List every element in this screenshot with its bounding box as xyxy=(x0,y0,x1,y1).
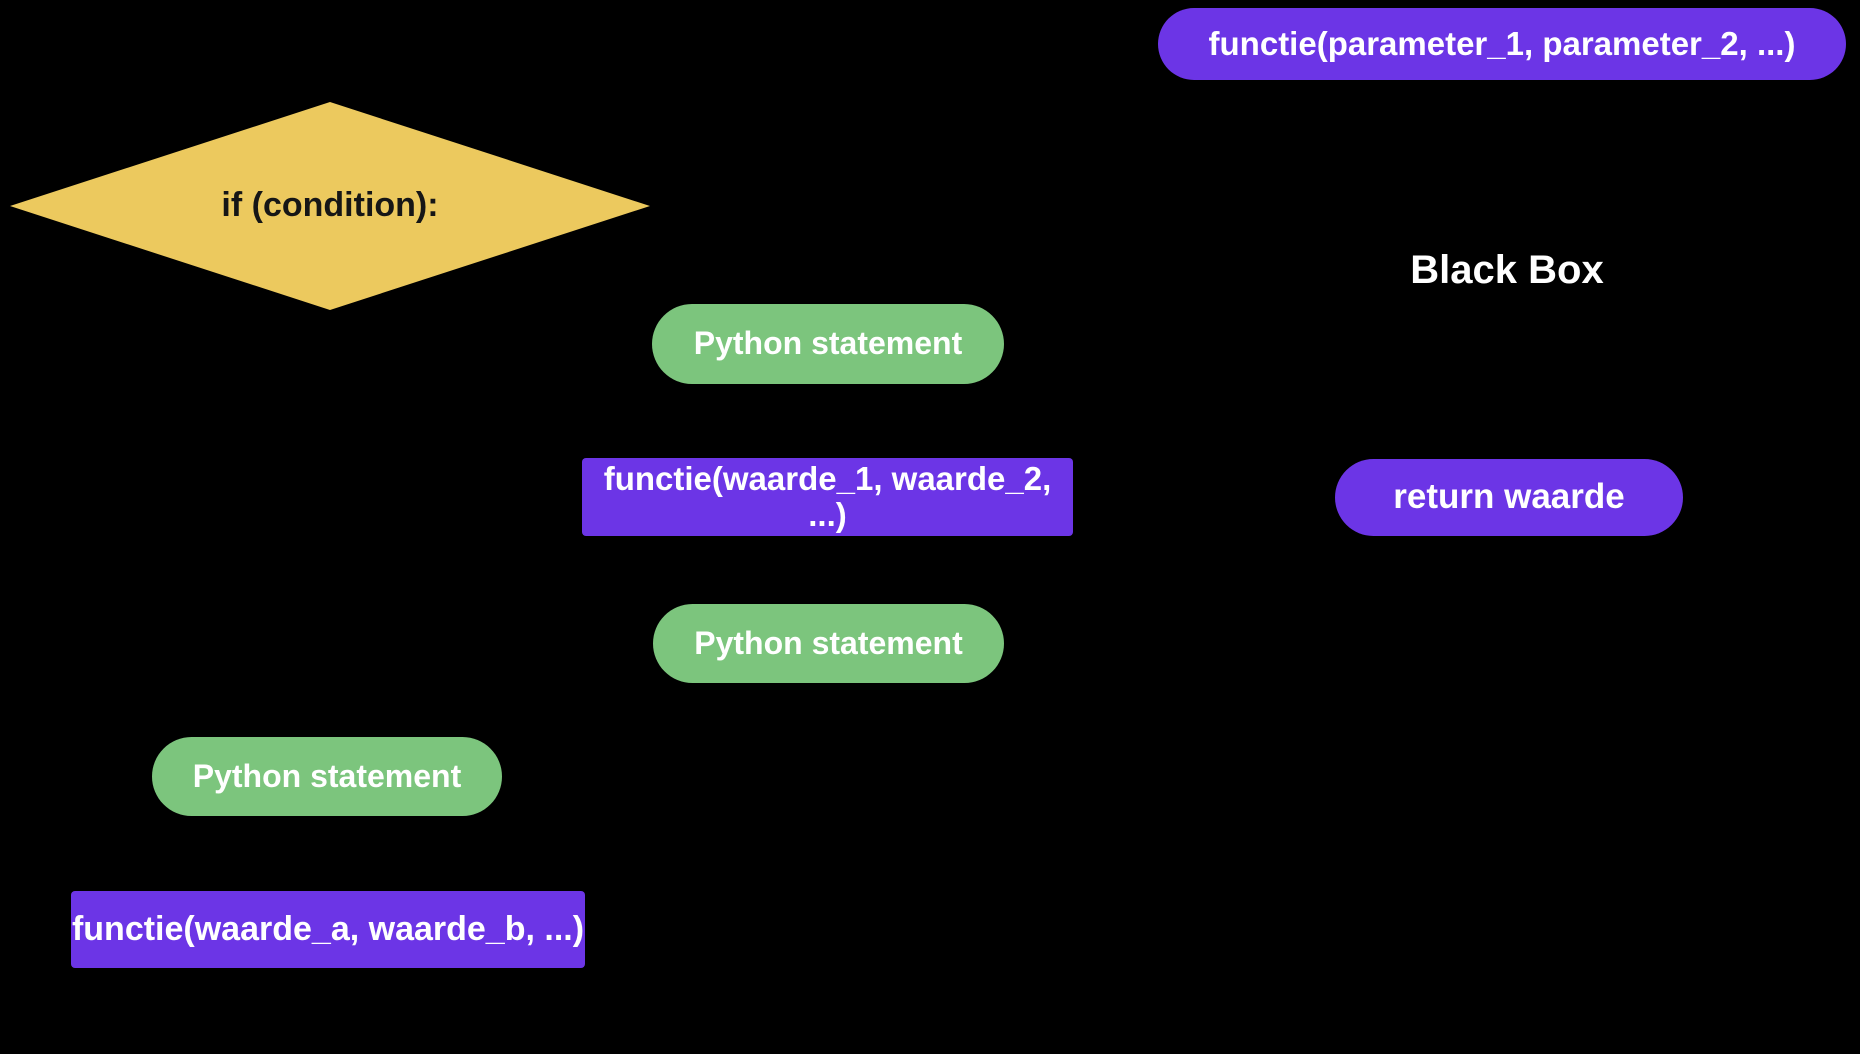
if-condition-label: if (condition): xyxy=(221,186,439,225)
python-statement-pill-1: Python statement xyxy=(652,304,1004,384)
if-condition-diamond: if (condition): xyxy=(10,102,650,310)
python-statement-label-2: Python statement xyxy=(694,624,963,661)
black-box-label: Black Box xyxy=(1347,242,1667,298)
python-statement-pill-3: Python statement xyxy=(152,737,502,816)
function-call-label-1: functie(waarde_1, waarde_2, ...) xyxy=(603,459,1052,533)
function-signature-pill: functie(parameter_1, parameter_2, ...) xyxy=(1158,8,1846,80)
function-call-box-2: functie(waarde_a, waarde_b, ...) xyxy=(71,891,585,968)
return-waarde-label: return waarde xyxy=(1393,477,1625,517)
black-box-text: Black Box xyxy=(1410,248,1604,292)
python-statement-label-3: Python statement xyxy=(192,757,462,794)
function-signature-label: functie(parameter_1, parameter_2, ...) xyxy=(1208,24,1796,62)
python-statement-pill-2: Python statement xyxy=(653,604,1004,683)
function-call-label-2: functie(waarde_a, waarde_b, ...) xyxy=(71,909,585,948)
python-statement-label-1: Python statement xyxy=(693,325,963,362)
return-waarde-pill: return waarde xyxy=(1335,459,1683,536)
function-call-box-1: functie(waarde_1, waarde_2, ...) xyxy=(582,458,1073,536)
